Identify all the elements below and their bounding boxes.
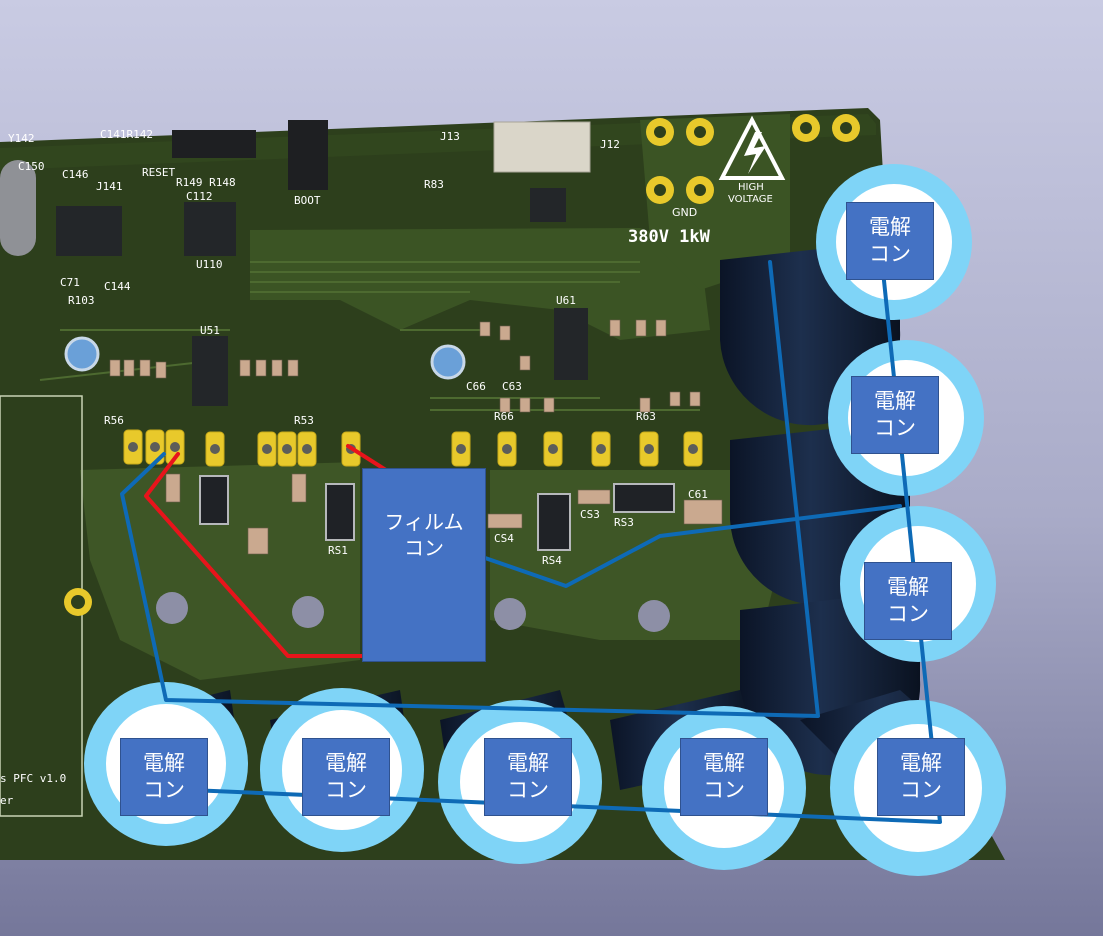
svg-text:C71: C71 <box>60 276 80 289</box>
power-resistors <box>199 475 675 551</box>
svg-text:RS1: RS1 <box>328 544 348 557</box>
svg-text:C112: C112 <box>186 190 213 203</box>
svg-text:Y142: Y142 <box>8 132 35 145</box>
electrolytic-text: 電解 コン <box>874 388 916 440</box>
svg-text:C66: C66 <box>466 380 486 393</box>
lightning-icon <box>744 132 766 174</box>
electrolytic-capacitor-label-6: 電解 コン <box>484 738 572 816</box>
electrolytic-text: 電解 コン <box>900 750 942 802</box>
ic-j141 <box>56 206 122 256</box>
electrolytic-capacitor-label-7: 電解 コン <box>680 738 768 816</box>
header-boot <box>288 120 328 190</box>
electrolytic-capacitor-label-2: 電解 コン <box>851 376 939 454</box>
ic-u81 <box>530 188 566 222</box>
electrolytic-text: 電解 コン <box>887 574 929 626</box>
svg-text:U61: U61 <box>556 294 576 307</box>
connector-j12 <box>493 121 591 173</box>
film-capacitor-label: フィルム コン <box>362 468 486 662</box>
smd-parts <box>109 319 723 555</box>
svg-text:J12: J12 <box>600 138 620 151</box>
pad-holes <box>128 442 698 454</box>
svg-text:RS3: RS3 <box>614 516 634 529</box>
warning-text-line2: VOLTAGE <box>728 194 773 205</box>
svg-text:RS4: RS4 <box>542 554 562 567</box>
warning-triangle-icon <box>718 115 786 180</box>
electrolytic-text: 電解 コン <box>507 750 549 802</box>
electrolytic-capacitor-label-5: 電解 コン <box>302 738 390 816</box>
thin-traces <box>39 261 700 411</box>
electrolytic-capacitor-label-1: 電解 コン <box>846 202 934 280</box>
electrolytic-text: 電解 コン <box>869 214 911 266</box>
svg-text:R83: R83 <box>424 178 444 191</box>
svg-text:C141R142: C141R142 <box>100 128 153 141</box>
svg-text:C144: C144 <box>104 280 131 293</box>
hv-warning <box>718 115 786 180</box>
svg-text:C150: C150 <box>18 160 45 173</box>
svg-text:U110: U110 <box>196 258 223 271</box>
small-caps <box>64 336 466 380</box>
svg-text:C63: C63 <box>502 380 522 393</box>
rs3 <box>613 483 675 513</box>
electrolytic-text: 電解 コン <box>143 750 185 802</box>
film-capacitor-text: フィルム コン <box>384 510 464 560</box>
rs4 <box>537 493 571 551</box>
svg-text:RESET: RESET <box>142 166 175 179</box>
svg-text:U51: U51 <box>200 324 220 337</box>
electrolytic-text: 電解 コン <box>325 750 367 802</box>
ic-u51 <box>192 336 228 406</box>
warning-text-line1: HIGH <box>738 182 764 193</box>
electrolytic-capacitor-label-8: 電解 コン <box>877 738 965 816</box>
copper-pour-upper <box>250 228 710 340</box>
board-rating: 380V 1kW <box>628 227 711 247</box>
svg-text:R66: R66 <box>494 410 514 423</box>
rs1 <box>325 483 355 541</box>
svg-text:R56: R56 <box>104 414 124 427</box>
electrolytic-text: 電解 コン <box>703 750 745 802</box>
electrolytic-capacitor-label-4: 電解 コン <box>120 738 208 816</box>
svg-text:J141: J141 <box>96 180 123 193</box>
ic-u61 <box>554 308 588 380</box>
svg-text:CS3: CS3 <box>580 508 600 521</box>
svg-text:R53: R53 <box>294 414 314 427</box>
corner-text: er <box>0 794 14 807</box>
svg-text:R63: R63 <box>636 410 656 423</box>
svg-text:BOOT: BOOT <box>294 194 321 207</box>
board-name: s PFC v1.0 <box>0 772 66 785</box>
crystal <box>0 160 36 256</box>
svg-text:C146: C146 <box>62 168 89 181</box>
gnd-label: GND <box>672 206 697 219</box>
svg-text:R103: R103 <box>68 294 95 307</box>
rs2 <box>199 475 229 525</box>
svg-text:CS4: CS4 <box>494 532 514 545</box>
header-j141 <box>172 130 256 158</box>
copper-pour-hv <box>640 114 790 290</box>
ic-packages <box>0 120 591 406</box>
svg-text:R149 R148: R149 R148 <box>176 176 236 189</box>
svg-text:J13: J13 <box>440 130 460 143</box>
svg-text:C61: C61 <box>688 488 708 501</box>
ic-u110 <box>184 202 236 256</box>
mounting-holes <box>64 588 670 632</box>
electrolytic-capacitor-label-3: 電解 コン <box>864 562 952 640</box>
terminal-holes <box>654 122 852 196</box>
